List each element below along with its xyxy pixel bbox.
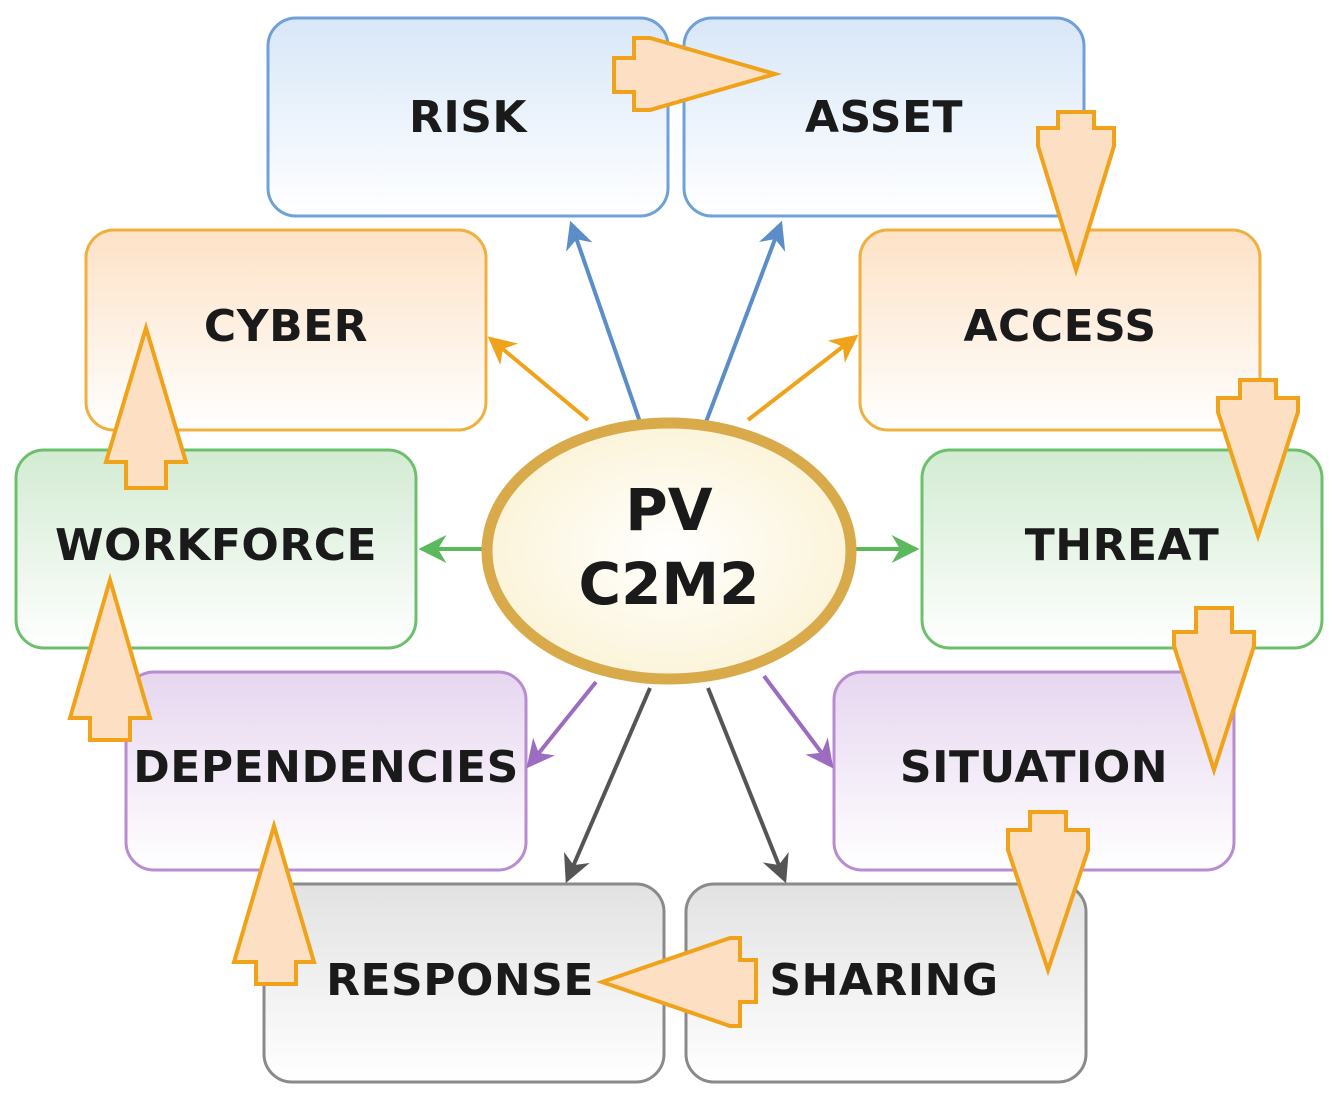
center-node: PV C2M2 — [481, 417, 857, 685]
box-threat-label: THREAT — [1025, 520, 1219, 571]
box-asset: ASSET — [682, 16, 1086, 218]
spoke-arrows — [418, 220, 920, 884]
box-sharing-label: SHARING — [769, 955, 998, 1006]
box-workforce-label: WORKFORCE — [55, 520, 377, 571]
flow-arrow-response-to-dependencies — [231, 818, 317, 986]
box-cyber: CYBER — [84, 228, 488, 432]
box-cyber-label: CYBER — [204, 301, 368, 352]
flow-arrow-situation-to-sharing — [1006, 810, 1090, 977]
flow-arrow-asset-to-access — [1036, 110, 1116, 277]
center-label-line2: C2M2 — [579, 550, 760, 618]
box-risk: RISK — [266, 16, 670, 218]
spoke-arrow-risk — [566, 220, 642, 423]
box-response: RESPONSE — [262, 882, 666, 1084]
flow-arrows — [67, 36, 1300, 1028]
flow-arrow-access-to-threat — [1216, 378, 1300, 543]
box-dependencies: DEPENDENCIES — [124, 670, 528, 872]
box-situation: SITUATION — [832, 670, 1236, 872]
flow-arrow-risk-to-asset — [612, 36, 783, 112]
spoke-arrow-situation — [762, 674, 834, 769]
spoke-arrow-cyber — [487, 336, 590, 422]
flow-arrow-sharing-to-response — [595, 936, 758, 1028]
spoke-arrow-access — [746, 334, 859, 422]
center-label-line1: PV — [625, 476, 713, 544]
flow-arrow-threat-to-situation — [1172, 606, 1256, 777]
box-threat: THREAT — [920, 448, 1324, 650]
box-access: ACCESS — [858, 228, 1262, 432]
box-response-label: RESPONSE — [326, 955, 594, 1006]
box-access-label: ACCESS — [963, 301, 1156, 352]
box-dependencies-label: DEPENDENCIES — [133, 742, 519, 793]
flow-arrow-workforce-to-cyber — [103, 321, 189, 490]
box-workforce: WORKFORCE — [14, 448, 418, 650]
flow-arrow-dependencies-to-workforce — [67, 572, 153, 742]
box-risk-label: RISK — [409, 92, 528, 143]
spoke-arrow-sharing — [706, 687, 789, 884]
box-situation-label: SITUATION — [900, 742, 1168, 793]
spoke-arrow-response — [564, 687, 652, 884]
box-asset-label: ASSET — [805, 92, 963, 143]
spoke-arrow-asset — [704, 220, 786, 423]
spoke-arrow-dependencies — [526, 680, 598, 769]
